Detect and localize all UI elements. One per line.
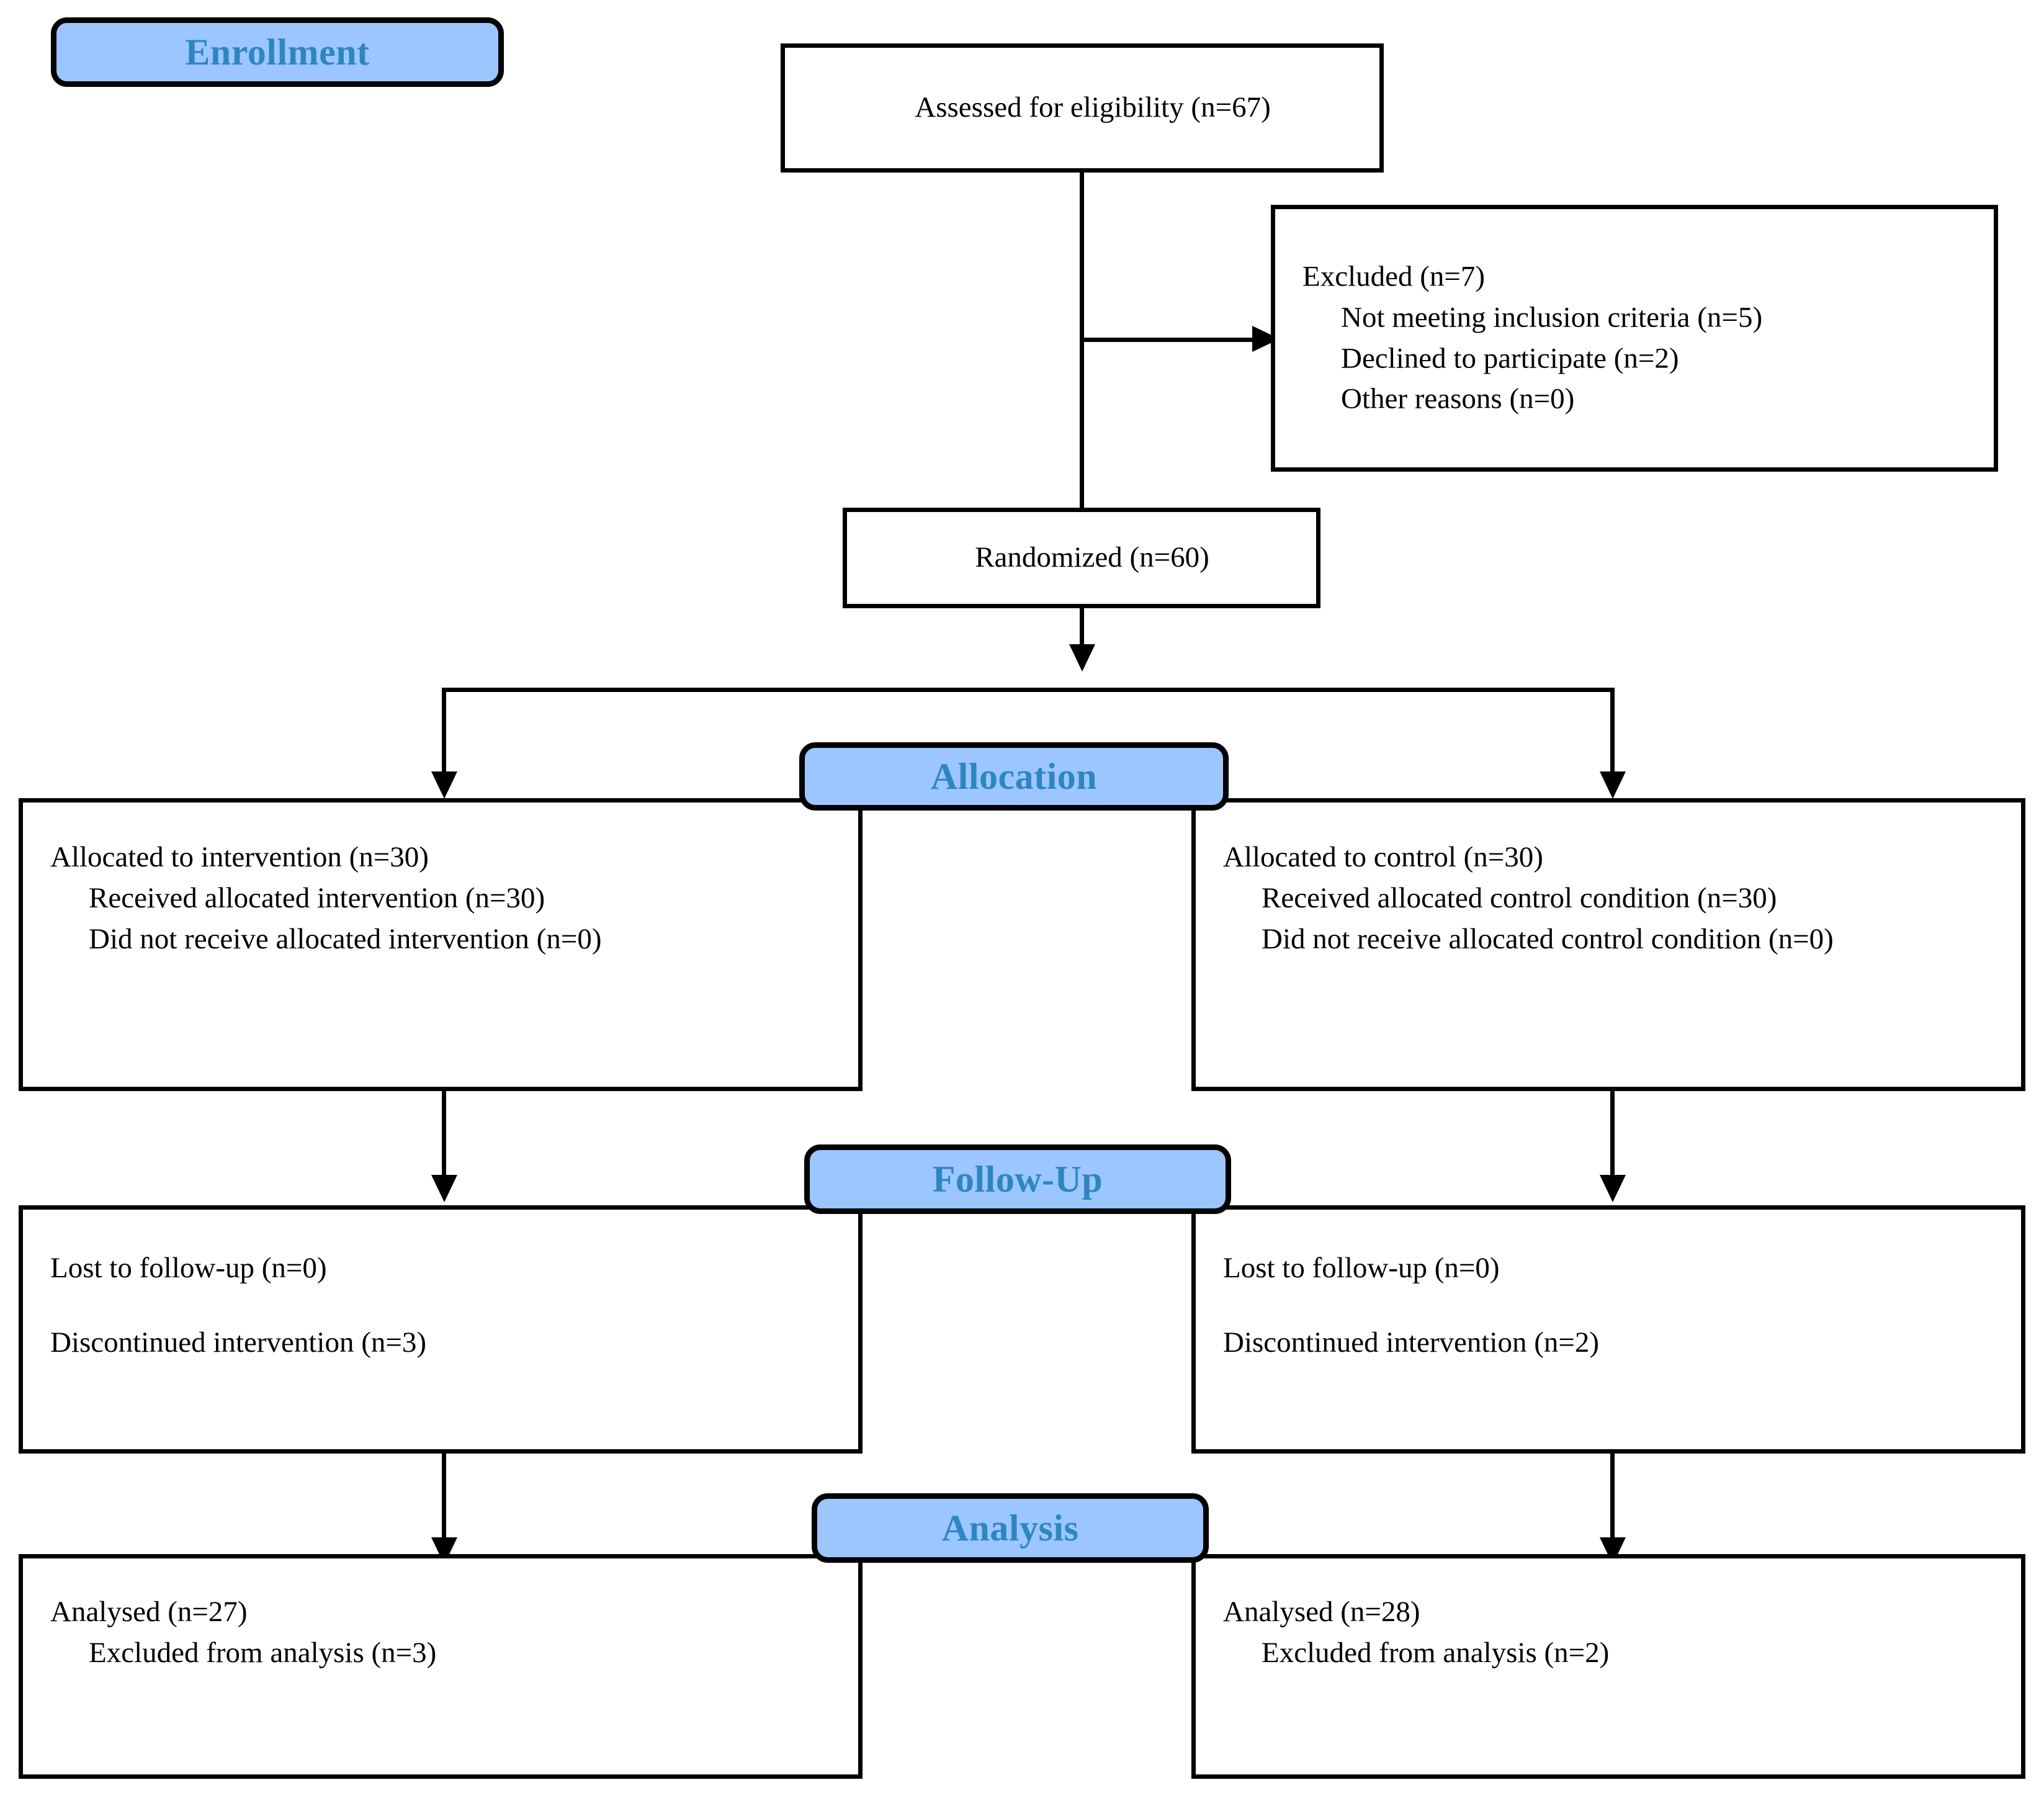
node-allocated-control: Allocated to control (n=30) Received all… bbox=[1191, 798, 2025, 1091]
stage-badge-followup: Follow-Up bbox=[804, 1144, 1231, 1214]
connector-alloc-right-to-followup bbox=[1610, 1091, 1615, 1178]
stage-label-allocation: Allocation bbox=[930, 755, 1098, 797]
arrow-to-followup-right bbox=[1600, 1175, 1626, 1202]
analysis-right-heading: Analysed (n=28) bbox=[1223, 1596, 1420, 1628]
analysis-right-text-block: Analysed (n=28) Excluded from analysis (… bbox=[1223, 1592, 2015, 1674]
analysis-left-text-block: Analysed (n=27) Excluded from analysis (… bbox=[50, 1592, 852, 1674]
connector-eligibility-stem bbox=[1080, 173, 1084, 520]
connector-followup-left-to-analysis bbox=[442, 1454, 446, 1540]
eligibility-text-block: Assessed for eligibility (n=67) bbox=[812, 88, 1373, 128]
allocation-right-text-block: Allocated to control (n=30) Received all… bbox=[1223, 837, 2015, 960]
followup-right-text-block: Lost to follow-up (n=0) Discontinued int… bbox=[1223, 1248, 2015, 1364]
followup-left-discontinued: Discontinued intervention (n=3) bbox=[50, 1326, 427, 1359]
analysis-left-item: Excluded from analysis (n=3) bbox=[89, 1636, 437, 1669]
excluded-item: Other reasons (n=0) bbox=[1341, 382, 1575, 415]
followup-right-discontinued: Discontinued intervention (n=2) bbox=[1223, 1326, 1600, 1359]
analysis-left-heading: Analysed (n=27) bbox=[50, 1596, 248, 1628]
arrow-to-allocation-left bbox=[431, 771, 457, 799]
followup-right-lost: Lost to follow-up (n=0) bbox=[1223, 1252, 1500, 1284]
connector-allocation-right-leg bbox=[1610, 688, 1615, 775]
connector-allocation-left-leg bbox=[442, 688, 446, 775]
connector-allocation-split-bar bbox=[442, 688, 1615, 692]
node-assessed-for-eligibility: Assessed for eligibility (n=67) bbox=[781, 43, 1384, 173]
allocation-left-item: Received allocated intervention (n=30) bbox=[89, 881, 545, 914]
analysis-right-item: Excluded from analysis (n=2) bbox=[1262, 1636, 1610, 1669]
node-randomized: Randomized (n=60) bbox=[843, 508, 1320, 608]
eligibility-text: Assessed for eligibility (n=67) bbox=[915, 91, 1271, 124]
stage-label-followup: Follow-Up bbox=[932, 1158, 1103, 1200]
node-analysis-control: Analysed (n=28) Excluded from analysis (… bbox=[1191, 1554, 2025, 1779]
stage-badge-enrollment: Enrollment bbox=[51, 17, 504, 87]
stage-badge-analysis: Analysis bbox=[812, 1493, 1209, 1563]
allocation-right-item: Did not receive allocated control condit… bbox=[1262, 922, 1834, 955]
connector-followup-right-to-analysis bbox=[1610, 1454, 1615, 1540]
connector-randomized-stem bbox=[1080, 608, 1084, 645]
excluded-item: Not meeting inclusion criteria (n=5) bbox=[1341, 301, 1763, 334]
arrow-randomized-to-split bbox=[1069, 644, 1095, 672]
stage-badge-allocation: Allocation bbox=[799, 742, 1229, 811]
followup-left-text-block: Lost to follow-up (n=0) Discontinued int… bbox=[50, 1248, 852, 1364]
node-analysis-intervention: Analysed (n=27) Excluded from analysis (… bbox=[19, 1554, 863, 1779]
node-excluded: Excluded (n=7) Not meeting inclusion cri… bbox=[1271, 205, 1998, 472]
randomized-text-block: Randomized (n=60) bbox=[874, 537, 1310, 578]
node-allocated-intervention: Allocated to intervention (n=30) Receive… bbox=[19, 798, 863, 1091]
connector-alloc-left-to-followup bbox=[442, 1091, 446, 1178]
stage-label-enrollment: Enrollment bbox=[185, 31, 370, 73]
excluded-item: Declined to participate (n=2) bbox=[1341, 342, 1679, 374]
excluded-heading: Excluded (n=7) bbox=[1302, 260, 1486, 293]
node-followup-control: Lost to follow-up (n=0) Discontinued int… bbox=[1191, 1205, 2025, 1454]
randomized-text: Randomized (n=60) bbox=[975, 541, 1209, 574]
connector-excluded-branch bbox=[1080, 338, 1260, 342]
arrow-to-followup-left bbox=[431, 1175, 457, 1202]
excluded-text-block: Excluded (n=7) Not meeting inclusion cri… bbox=[1302, 256, 1988, 420]
arrow-to-allocation-right bbox=[1600, 771, 1626, 799]
allocation-right-item: Received allocated control condition (n=… bbox=[1262, 881, 1777, 914]
stage-label-analysis: Analysis bbox=[941, 1507, 1079, 1549]
allocation-left-item: Did not receive allocated intervention (… bbox=[89, 922, 602, 955]
allocation-right-heading: Allocated to control (n=30) bbox=[1223, 841, 1543, 873]
allocation-left-text-block: Allocated to intervention (n=30) Receive… bbox=[50, 837, 852, 960]
node-followup-intervention: Lost to follow-up (n=0) Discontinued int… bbox=[19, 1205, 863, 1454]
followup-left-lost: Lost to follow-up (n=0) bbox=[50, 1252, 327, 1284]
allocation-left-heading: Allocated to intervention (n=30) bbox=[50, 841, 429, 873]
